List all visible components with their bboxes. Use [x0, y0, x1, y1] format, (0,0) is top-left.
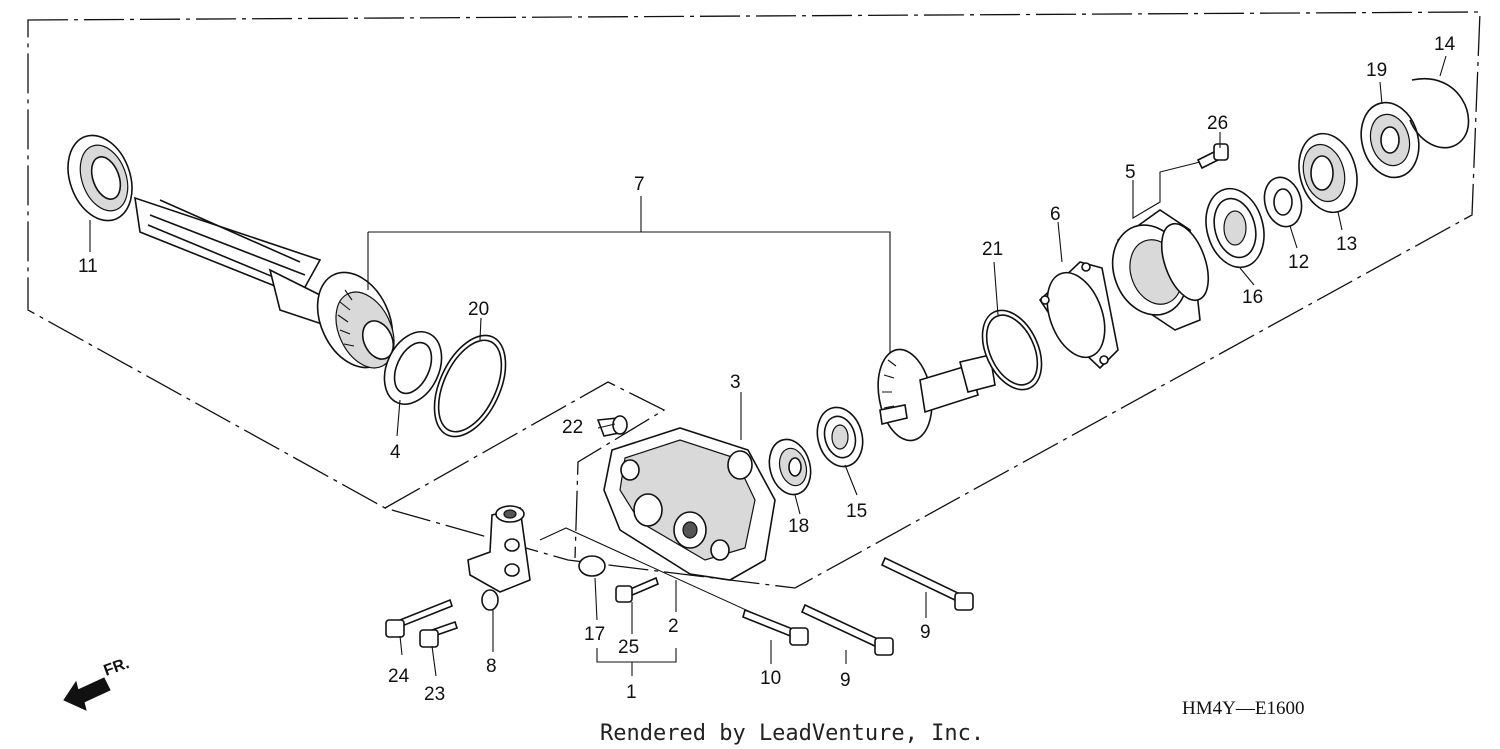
callout-17: 17	[584, 624, 605, 645]
callout-9-lower: 9	[840, 670, 851, 691]
callout-11: 11	[78, 256, 98, 277]
callout-9-upper: 9	[920, 622, 931, 643]
part-22-dowel-pin[interactable]	[596, 415, 628, 437]
part-18-bearing[interactable]	[763, 435, 816, 499]
credit-text: Rendered by LeadVenture, Inc.	[600, 721, 984, 746]
part-25-bolt[interactable]	[615, 576, 659, 603]
part-21-o-ring[interactable]	[971, 301, 1054, 399]
sub-boundary	[384, 381, 666, 559]
callout-bracket-7	[367, 196, 891, 368]
callout-24: 24	[388, 666, 410, 687]
part-13-oil-seal[interactable]	[1291, 127, 1366, 219]
part-26-bolt[interactable]	[1196, 143, 1229, 170]
callout-3: 3	[730, 372, 741, 393]
part-5-bearing-holder[interactable]	[1100, 209, 1217, 331]
part-19-bearing[interactable]	[1353, 96, 1427, 184]
callout-21: 21	[982, 239, 1003, 260]
part-17-plug[interactable]	[578, 555, 606, 577]
callout-4: 4	[390, 442, 401, 463]
part-23-bolt[interactable]	[419, 620, 459, 648]
assembly-boundary	[27, 11, 1481, 589]
callout-25: 25	[618, 637, 639, 658]
callout-16: 16	[1242, 287, 1263, 308]
part-4-shim[interactable]	[373, 323, 452, 414]
callout-1: 1	[626, 682, 637, 703]
callout-13: 13	[1336, 234, 1357, 255]
part-12-collar[interactable]	[1259, 173, 1307, 231]
leader-lines	[89, 55, 1447, 677]
part-10-bolt[interactable]	[742, 608, 809, 646]
front-direction-arrow-icon	[63, 677, 111, 711]
part-8-breather-joint[interactable]	[467, 505, 531, 611]
callout-14: 14	[1434, 34, 1456, 55]
part-9-bolt-lower[interactable]	[800, 603, 894, 656]
callout-19: 19	[1366, 60, 1387, 81]
callout-23: 23	[424, 684, 445, 705]
part-9-bolt-upper[interactable]	[880, 556, 974, 611]
callout-20: 20	[468, 299, 489, 320]
callout-7: 7	[634, 174, 645, 195]
ring-gear-pinion[interactable]	[871, 345, 996, 445]
part-20-o-ring[interactable]	[420, 324, 520, 447]
callout-5: 5	[1125, 162, 1136, 183]
callout-bracket-1	[596, 648, 677, 676]
part-11-oil-seal[interactable]	[57, 126, 143, 229]
callout-18: 18	[788, 516, 809, 537]
diagram-code: HM4Y—E1600	[1182, 698, 1304, 719]
callout-12: 12	[1288, 252, 1309, 273]
callout-22: 22	[562, 417, 583, 438]
part-7-shaft-assembly[interactable]	[134, 196, 407, 380]
callout-15: 15	[846, 501, 867, 522]
direction-label: FR.	[102, 655, 132, 680]
part-14-circlip[interactable]	[1409, 77, 1470, 149]
part-3-gear-case[interactable]	[603, 427, 776, 581]
callout-6: 6	[1050, 204, 1061, 225]
callout-26: 26	[1207, 113, 1228, 134]
part-16-bearing[interactable]	[1198, 182, 1273, 274]
callout-10: 10	[760, 668, 781, 689]
leader-8	[539, 527, 791, 631]
callout-8: 8	[486, 656, 497, 677]
part-15-ball-bearing[interactable]	[811, 402, 869, 471]
part-6-gasket[interactable]	[1037, 261, 1119, 370]
part-24-bolt[interactable]	[385, 598, 453, 638]
callout-2: 2	[668, 616, 679, 637]
